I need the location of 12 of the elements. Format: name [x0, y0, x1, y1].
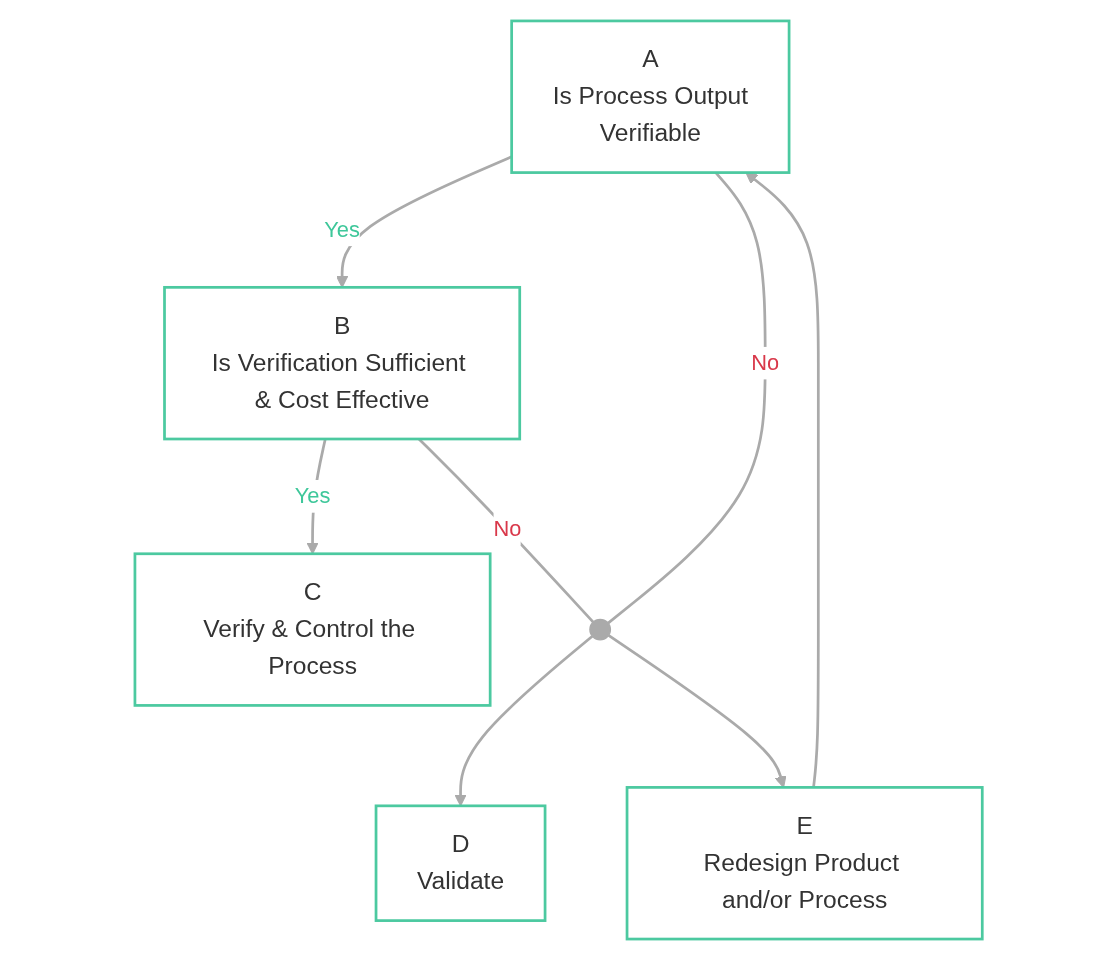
- node-box: A Is Process Output Verifiable: [510, 19, 791, 174]
- arrow: [745, 172, 820, 788]
- edge-label: Yes: [324, 217, 360, 241]
- edge-label: Yes: [294, 484, 331, 508]
- node-box: C Verify & Control the Process: [133, 552, 492, 707]
- arrow: [607, 634, 787, 788]
- node-box: B Is Verification Sufficient & Cost Effective: [163, 286, 521, 441]
- node-circle: [589, 618, 611, 641]
- edge-label: No: [751, 350, 780, 375]
- node-box: D Validate: [374, 804, 547, 922]
- node-box: E Redesign Product and/or Process: [625, 786, 984, 941]
- edge-label: No: [493, 516, 522, 541]
